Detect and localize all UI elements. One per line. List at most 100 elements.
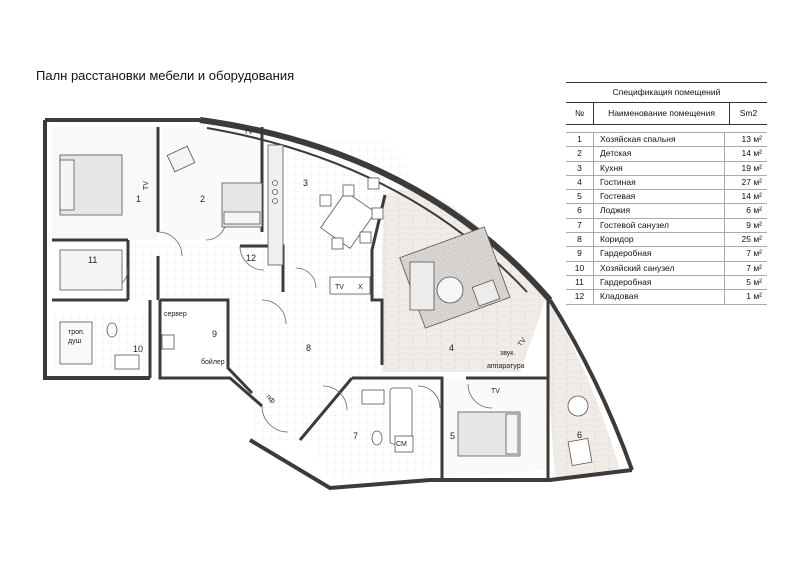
- boiler-label: бойлер: [201, 358, 225, 366]
- kitchen-counter: [267, 144, 284, 266]
- washing-machine: [394, 435, 414, 453]
- room-number: 10: [133, 344, 143, 354]
- room-numbers: 1 2 3 4 5 6 7 8 9 10 11 12: [88, 178, 582, 441]
- spec-cell-area: 1 м²: [746, 291, 762, 302]
- spec-cell-area: 7 м²: [746, 248, 762, 259]
- spec-cell-area: 5 м²: [746, 276, 762, 287]
- spec-cell-area: 13 м²: [741, 134, 763, 144]
- room-specification-table: Спецификация помещений № Наименование по…: [566, 82, 767, 305]
- plan-title: Палн расстановки мебели и оборудования: [36, 68, 295, 83]
- coffee-table: [436, 276, 464, 304]
- doors: [105, 219, 493, 433]
- spec-header-row: № Наименование помещения Sm2: [566, 103, 767, 125]
- room-number: 4: [449, 343, 454, 353]
- room-number: 1: [136, 194, 141, 204]
- spec-cell-no: 5: [566, 190, 594, 204]
- spec-cell-name: Лоджия: [594, 204, 725, 218]
- spec-cell-area: 7 м²: [746, 262, 762, 273]
- spec-cell-area: 14 м²: [741, 191, 763, 202]
- server-label: сервер: [164, 311, 187, 318]
- tv-unit: [329, 276, 371, 295]
- floor-fills: [52, 127, 620, 480]
- spec-cell-no: 12: [566, 290, 594, 304]
- pf-label: пф: [265, 393, 277, 405]
- tv-label: TV: [517, 337, 528, 349]
- room-number: 12: [246, 253, 256, 263]
- spec-cell-no: 3: [566, 161, 594, 175]
- desk: [166, 145, 196, 173]
- spec-cell-no: 1: [566, 133, 594, 147]
- spec-cell-area: 27 м²: [741, 176, 763, 187]
- spec-title: Спецификация помещений: [566, 82, 767, 103]
- boiler-unit: [161, 334, 175, 350]
- cm-label: CM: [396, 441, 407, 448]
- spec-cell-no: 10: [566, 261, 594, 275]
- spec-cell-no: 6: [566, 204, 594, 218]
- spec-cell-name: Гостевая: [594, 190, 725, 204]
- spec-cell-area: 14 м²: [741, 148, 763, 159]
- spec-cell-no: 4: [566, 175, 594, 190]
- spec-header-no: №: [566, 103, 594, 124]
- room-number: 8: [306, 343, 311, 353]
- spec-cell-name: Хозяйский санузел: [594, 261, 725, 275]
- tv-label: TV: [335, 284, 344, 291]
- x-label: X: [358, 284, 363, 291]
- spec-cell-no: 11: [566, 275, 594, 290]
- spec-cell-area: 9 м²: [746, 219, 762, 230]
- toilet: [371, 430, 383, 446]
- room-number: 6: [577, 430, 582, 440]
- room-number: 5: [450, 431, 455, 441]
- spec-cell-no: 2: [566, 147, 594, 161]
- armchair: [471, 279, 501, 307]
- spec-cell-name: Детская: [594, 147, 725, 161]
- room-number: 2: [200, 194, 205, 204]
- tv-label: TV: [491, 388, 500, 395]
- spec-cell-area: 6 м²: [746, 205, 762, 216]
- shower-label: душ: [68, 338, 82, 345]
- spec-cell-name: Хозяйская спальня: [594, 133, 725, 147]
- spec-header-area: Sm2: [739, 108, 758, 118]
- spec-cell-area: 25 м²: [741, 234, 763, 245]
- spec-cell-name: Гостевой санузел: [594, 218, 725, 233]
- sound-equipment-label: аппаратура: [487, 363, 525, 370]
- spec-header-name: Наименование помещения: [594, 103, 730, 124]
- loggia-chair: [567, 395, 589, 417]
- tv-label: TV: [143, 181, 150, 190]
- tv-label: TV: [244, 129, 253, 136]
- spec-cell-name: Гардеробная: [594, 275, 725, 290]
- shower: [59, 321, 93, 365]
- wardrobe: [59, 249, 123, 291]
- room-number: 3: [303, 178, 308, 188]
- sink: [361, 389, 385, 405]
- room-number: 11: [88, 255, 97, 265]
- spec-cell-no: 9: [566, 247, 594, 261]
- plan-annotations: сервер бойлер звук. аппаратура троп. душ…: [68, 129, 528, 448]
- sound-equipment-label: звук.: [500, 350, 515, 357]
- spec-cell-no: 7: [566, 218, 594, 233]
- spec-cell-area: 19 м²: [741, 162, 763, 173]
- spec-cell-name: Гардеробная: [594, 247, 725, 261]
- room-number: 9: [212, 329, 217, 339]
- furniture: [59, 144, 593, 467]
- shower-label: троп.: [68, 329, 85, 336]
- spec-cell-name: Коридор: [594, 233, 725, 247]
- spec-cell-name: Гостиная: [594, 175, 725, 190]
- room-number: 7: [353, 431, 358, 441]
- spec-cell-name: Кладовая: [594, 290, 725, 304]
- spec-cell-no: 8: [566, 233, 594, 247]
- spec-cell-name: Кухня: [594, 161, 725, 175]
